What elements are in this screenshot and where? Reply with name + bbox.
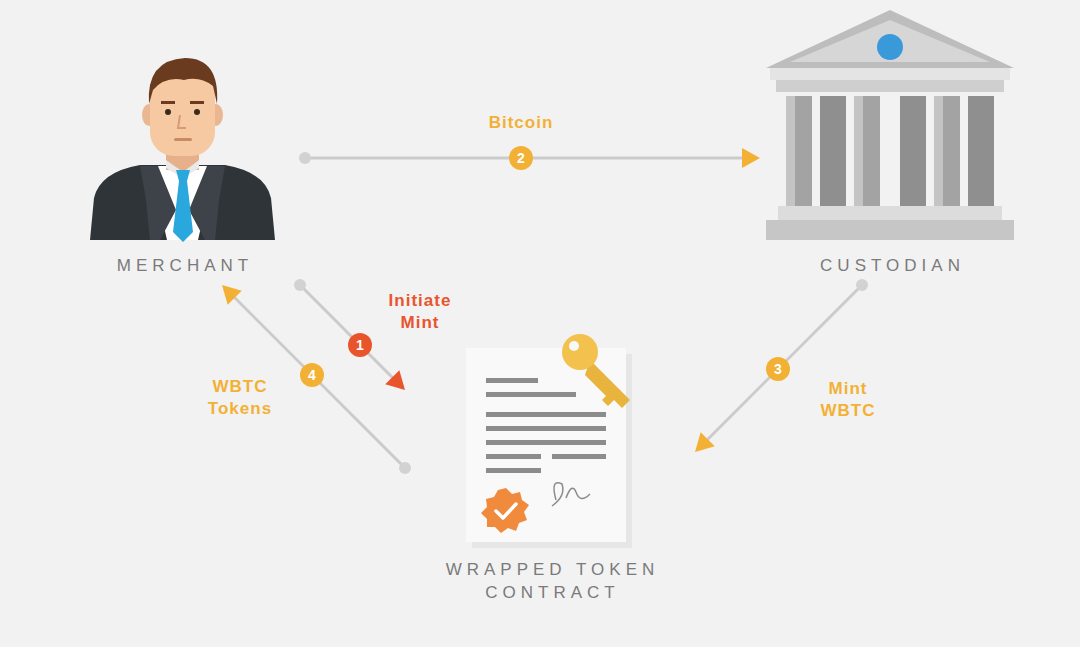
edge-label: Initiate Mint [374,290,466,334]
arrowhead [385,370,405,390]
bank-building [766,10,1014,240]
node-figure: MERCHANT [60,50,305,285]
node-figure: WRAPPED TOKEN CONTRACT [405,335,695,612]
edge-label: Bitcoin [461,112,581,134]
node-label: WRAPPED TOKEN CONTRACT [411,558,689,604]
start-dot [294,279,306,291]
callout-number: 2 [509,146,533,170]
node-figure: CUSTODIAN [760,8,1020,285]
edge-label: WBTC Tokens [199,376,281,420]
node-label: CUSTODIAN [815,254,965,277]
arrowhead [222,285,242,305]
callout-number: 4 [300,363,324,387]
node-label: MERCHANT [112,254,253,277]
callout-number: 1 [348,333,372,357]
merchant-figure [90,58,275,242]
start-dot [399,462,411,474]
flow-arrow [294,279,405,390]
start-dot [856,279,868,291]
flow-arrow [695,279,868,452]
edge-label: Mint WBTC [811,378,885,422]
start-dot [299,152,311,164]
arrowhead [695,432,715,452]
contract-document [466,334,632,548]
callout-number: 3 [766,357,790,381]
arrowhead [742,148,760,168]
